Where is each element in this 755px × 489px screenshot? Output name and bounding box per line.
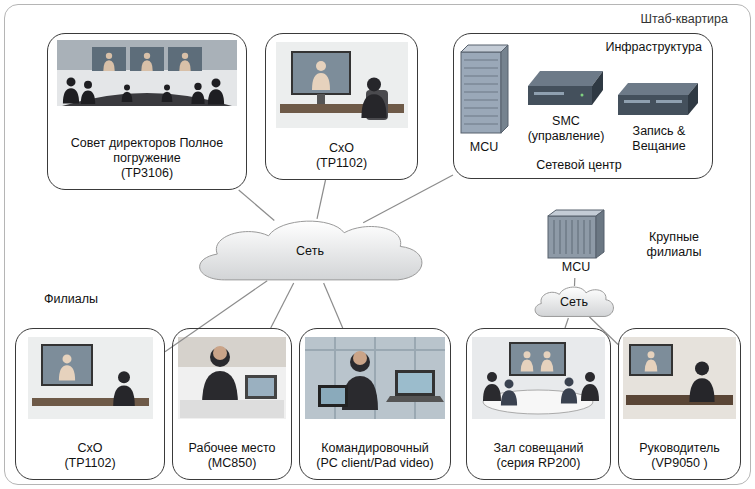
recording-server-icon — [618, 83, 698, 115]
icon-node: MCU — [540, 206, 612, 278]
frame-node: Штаб-квартираСовет директоров Полное пог… — [4, 4, 751, 485]
cloud-shape — [200, 221, 422, 280]
region-title: Штаб-квартира — [640, 12, 728, 27]
network-link — [574, 278, 575, 286]
cxo-photo — [276, 42, 408, 128]
node-text: CxO — [329, 141, 354, 156]
traveller-photo — [305, 337, 445, 419]
mcu-server-icon — [461, 45, 508, 133]
region-label: Филиалы — [36, 292, 106, 307]
cloud-shape — [535, 287, 613, 316]
photo-node: Руководитель(VP9050 ) — [618, 328, 741, 480]
network-link — [317, 180, 326, 219]
photo-node: Зал совещаний(серия RP200) — [466, 328, 611, 480]
photo-node: CxO(TP1102) — [15, 328, 165, 480]
network-link — [565, 318, 568, 328]
photo-node: Совет директоров Полное погружение(TP310… — [47, 33, 247, 190]
node-text: Сетевой центр — [524, 158, 634, 173]
network-link — [165, 281, 267, 352]
infra-node: ИнфраструктураMCU SMC (управление)Запись … — [453, 33, 713, 179]
boardroom-photo — [57, 40, 237, 106]
branch-cxo-photo — [28, 337, 153, 419]
node-text: (TP3106) — [121, 166, 173, 181]
photo-node: CxO(TP1102) — [265, 33, 418, 180]
node-text: Руководитель — [639, 441, 720, 456]
node-text: (TP1102) — [64, 456, 115, 471]
executive-photo — [623, 337, 736, 419]
node-text: CxO — [78, 441, 103, 456]
network-link — [239, 190, 275, 221]
node-text: (MC850) — [208, 456, 257, 471]
node-text: Рабочее место — [189, 441, 276, 456]
cloud-node: Сеть — [188, 213, 432, 289]
network-link — [363, 175, 453, 223]
network-link — [324, 283, 343, 328]
node-text: (TP1102) — [316, 156, 367, 171]
meeting-room-photo — [472, 337, 605, 419]
node-text: Запись & Вещание — [614, 124, 704, 154]
cloud-node: Сеть — [531, 283, 617, 321]
node-text: Инфраструктура — [605, 40, 702, 55]
network-link — [271, 283, 294, 328]
photo-node: Командировочный(PC client/Pad video) — [299, 328, 451, 480]
node-text: (PC client/Pad video) — [316, 456, 433, 471]
photo-node: Рабочее место(MC850) — [172, 328, 292, 480]
node-text: Совет директоров Полное погружение — [54, 136, 240, 166]
network-label: Сеть — [296, 244, 324, 259]
node-text: Зал совещаний — [493, 441, 583, 456]
branch-mcu-icon — [548, 210, 604, 258]
region-label: Крупные филиалы — [636, 230, 712, 260]
network-link — [589, 317, 618, 345]
node-text: Командировочный — [321, 441, 428, 456]
node-text: (серия RP200) — [497, 456, 581, 471]
node-text: SMC (управление) — [524, 114, 608, 144]
node-text: MCU — [562, 260, 590, 275]
workplace-photo — [178, 337, 286, 419]
smc-server-icon — [528, 71, 603, 105]
network-label: Сеть — [560, 295, 588, 310]
node-text: MCU — [456, 140, 512, 155]
node-text: (VP9050 ) — [651, 456, 707, 471]
